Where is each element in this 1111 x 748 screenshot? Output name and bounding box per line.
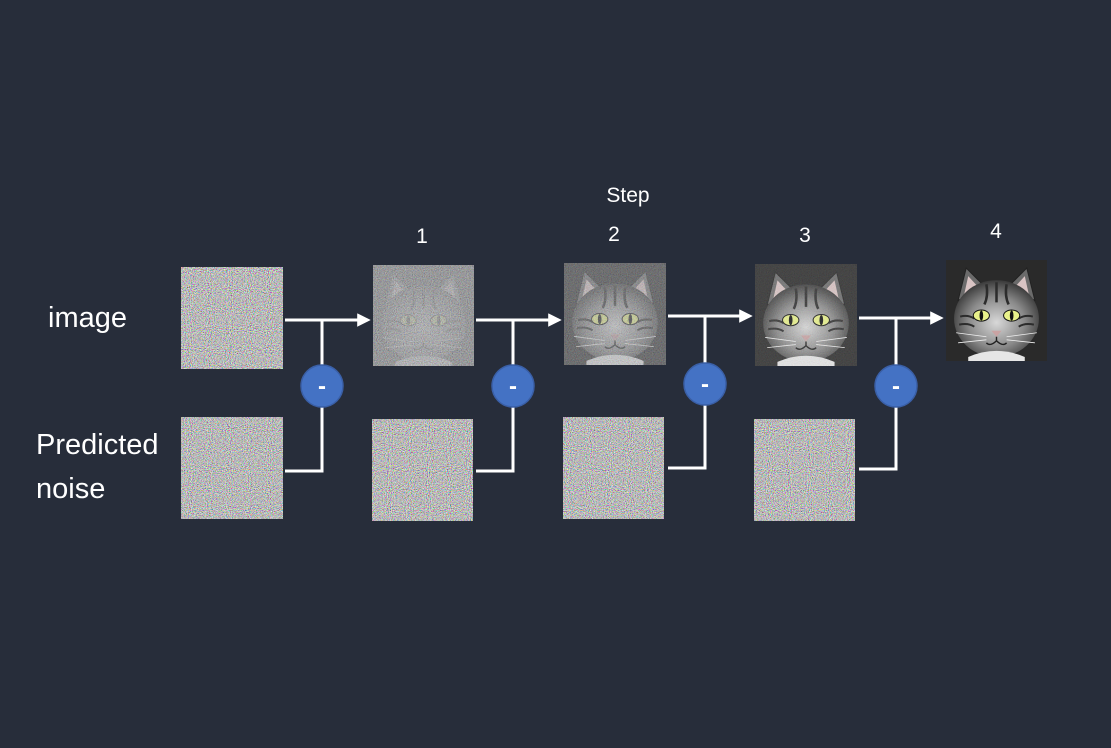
- subtract-operator-1: [300, 364, 344, 408]
- image-step-1: [373, 265, 474, 366]
- minus-symbol-1: -: [318, 373, 326, 400]
- image-step-3: [755, 264, 857, 366]
- row-label-noise-line1: Predicted: [36, 429, 159, 461]
- flow-step-4: -: [859, 311, 944, 471]
- step-label-4: 4: [990, 220, 1002, 243]
- flow-step-1: -: [285, 313, 371, 473]
- predicted-noise-2: [372, 419, 473, 521]
- predicted-noise-1: [181, 417, 283, 519]
- predicted-noise-3: [563, 417, 664, 519]
- image-pure-noise: [181, 267, 283, 369]
- minus-symbol-4: -: [892, 373, 900, 400]
- subtract-operator-2: [491, 364, 535, 408]
- step-label-2: 2: [608, 223, 620, 246]
- step-title: Step: [606, 184, 649, 207]
- row-label-noise-line2: noise: [36, 473, 105, 505]
- image-step-4: [946, 260, 1047, 361]
- flow-step-2: -: [476, 313, 562, 473]
- minus-symbol-2: -: [509, 373, 517, 400]
- step-label-3: 3: [799, 224, 811, 247]
- predicted-noise-4: [754, 419, 855, 521]
- step-label-1: 1: [416, 225, 428, 248]
- minus-symbol-3: -: [701, 371, 709, 398]
- image-step-2: [564, 263, 666, 365]
- subtract-operator-4: [874, 364, 918, 408]
- row-label-image: image: [48, 302, 127, 334]
- flow-step-3: -: [668, 309, 753, 470]
- subtract-operator-3: [683, 362, 727, 406]
